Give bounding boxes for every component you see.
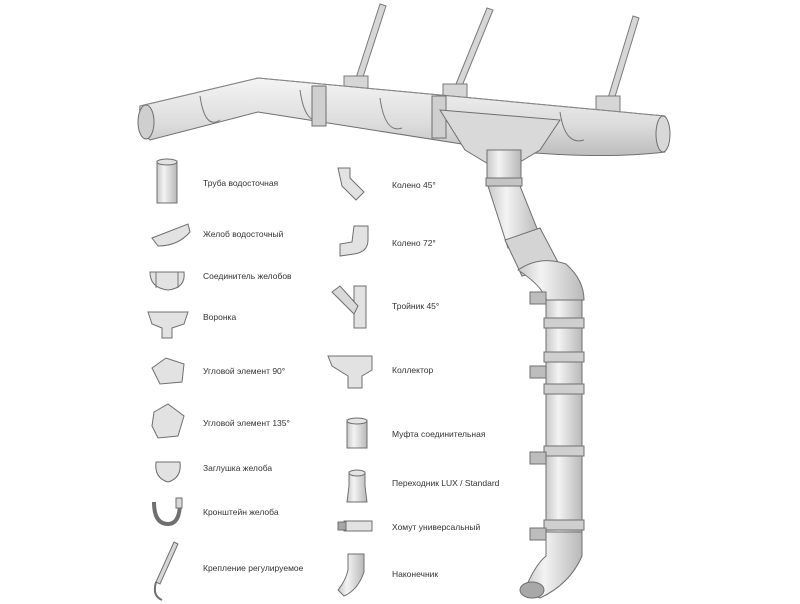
label-elbow-45: Колено 45° xyxy=(392,180,436,190)
gutter-cap-icon xyxy=(155,461,181,483)
label-corner-90: Угловой элемент 90° xyxy=(203,366,286,376)
label-gutter-connector: Соединитель желобов xyxy=(203,271,292,281)
tee-45-icon xyxy=(331,285,367,329)
outlet-tip-icon xyxy=(337,553,365,597)
gutter-bracket-icon xyxy=(152,497,183,527)
elbow-45-icon xyxy=(337,167,365,201)
gutter-run xyxy=(137,77,671,157)
label-funnel: Воронка xyxy=(203,312,237,322)
label-gutter: Желоб водосточный xyxy=(203,229,284,239)
coupling-icon xyxy=(346,417,368,449)
gutter-connector-icon xyxy=(149,271,185,291)
gutter-icon xyxy=(151,223,191,247)
label-gutter-bracket: Кронштейн желоба xyxy=(203,507,279,517)
collector-icon xyxy=(327,355,373,389)
label-gutter-cap: Заглушка желоба xyxy=(203,463,273,473)
funnel xyxy=(439,109,561,181)
adapter-icon xyxy=(346,469,368,503)
label-clamp: Хомут универсальный xyxy=(392,522,481,532)
pipe-icon xyxy=(156,158,178,204)
label-pipe: Труба водосточная xyxy=(203,178,279,188)
corner-135-icon xyxy=(151,403,185,439)
clamp-icon xyxy=(337,520,373,532)
label-collector: Коллектор xyxy=(392,365,434,375)
label-outlet-tip: Наконечник xyxy=(392,569,439,579)
corner-90-icon xyxy=(151,357,185,385)
adjustable-mount-hooks xyxy=(343,3,640,113)
funnel-icon xyxy=(147,311,189,339)
adjustable-mount-icon xyxy=(153,541,179,601)
label-adjustable-mount: Крепление регулируемое xyxy=(203,563,304,573)
label-corner-135: Угловой элемент 135° xyxy=(203,418,290,428)
elbow-72-icon xyxy=(339,225,369,257)
downpipe xyxy=(485,177,585,599)
label-elbow-72: Колено 72° xyxy=(392,238,436,248)
label-tee-45: Тройник 45° xyxy=(392,301,440,311)
label-adapter: Переходник LUX / Standard xyxy=(392,478,500,488)
label-coupling: Муфта соединительная xyxy=(392,429,486,439)
